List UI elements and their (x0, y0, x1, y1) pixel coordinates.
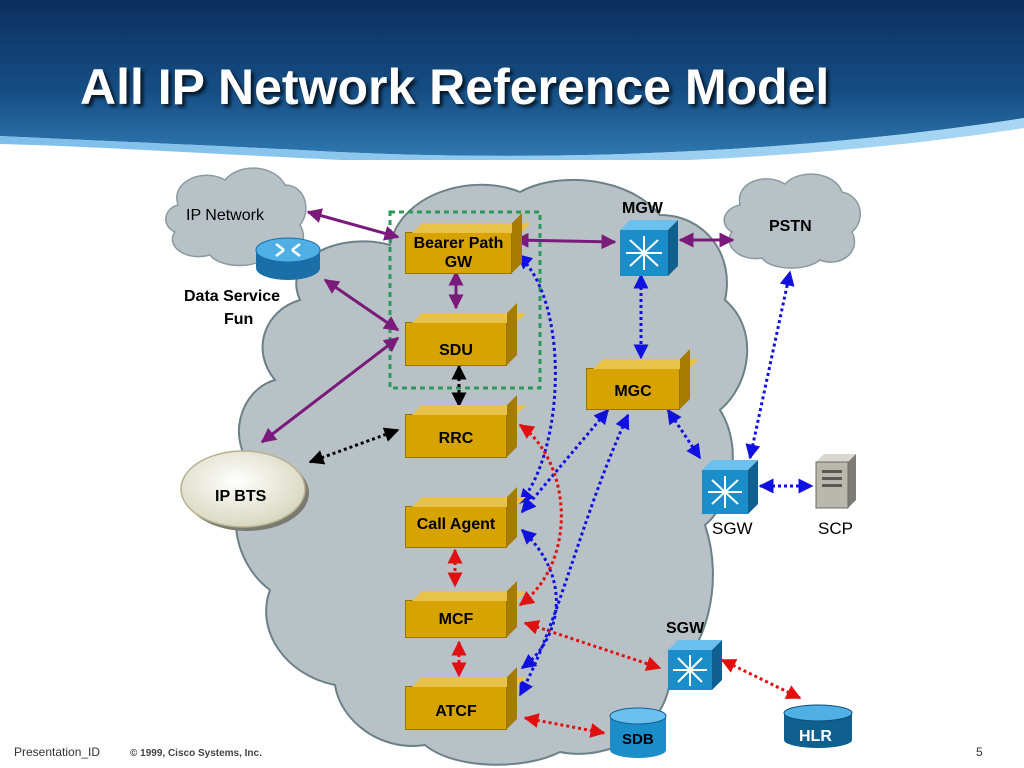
link-bts-sdu (260, 336, 400, 444)
link-atcf-sdb (523, 713, 606, 738)
call-agent-box: Call Agent (405, 487, 526, 548)
link-sgw-pstn (745, 270, 795, 460)
atcf-label: ATCF (435, 702, 477, 720)
ip-network-label: IP Network (186, 207, 264, 224)
link-callagent-atcf (520, 528, 558, 670)
mgc-label: MGC (614, 382, 652, 400)
link-rrc-mcf (518, 423, 563, 607)
scp-server-icon (815, 454, 856, 509)
link-bearer-mgw (513, 232, 617, 250)
footer-page-number: 5 (976, 745, 983, 759)
mgw-switch-icon (620, 220, 678, 276)
rrc-label: RRC (438, 429, 474, 447)
sdb-label: SDB (622, 731, 654, 748)
mcf-box: MCF (405, 581, 526, 638)
page-title: All IP Network Reference Model (80, 59, 830, 115)
sgw-right-label: SGW (712, 519, 753, 538)
scp-label: SCP (818, 519, 853, 538)
router-icon (255, 237, 321, 280)
sgw-right-switch-icon (702, 460, 758, 514)
footer-presentation-id: Presentation_ID (14, 745, 101, 759)
hlr-label: HLR (799, 728, 832, 745)
ip-bts-node (180, 450, 309, 531)
atcf-box: ATCF (405, 667, 526, 730)
hlr-database-icon (783, 704, 853, 748)
link-bts-rrc (308, 427, 400, 465)
link-mgc-sgw (666, 408, 702, 460)
sgw-bottom-label: SGW (666, 620, 705, 637)
header-banner (0, 0, 1024, 160)
call-agent-label: Call Agent (416, 516, 496, 533)
mgc-box: MGC (586, 349, 699, 410)
pstn-label: PSTN (769, 218, 812, 235)
sdb-database-icon (609, 707, 667, 758)
rrc-box: RRC (405, 395, 526, 458)
footer-copyright: © 1999, Cisco Systems, Inc. (130, 748, 262, 759)
mcf-label: MCF (438, 610, 474, 628)
sdu-box: SDU (405, 303, 526, 366)
sgw-bottom-switch-icon (668, 640, 722, 690)
data-service-label-line1: Data Service (184, 288, 281, 305)
ip-bts-label: IP BTS (215, 488, 267, 505)
bearer-path-gw-label-line2: GW (444, 254, 473, 271)
link-sgw-hlr (720, 658, 802, 700)
link-ipnet-bearer (306, 208, 400, 241)
link-router-sdu (323, 278, 400, 332)
sdu-label: SDU (439, 341, 473, 359)
mgw-label: MGW (622, 200, 663, 217)
bearer-path-gw-label-line1: Bearer Path (413, 235, 504, 252)
data-service-label-line2: Fun (224, 311, 254, 328)
